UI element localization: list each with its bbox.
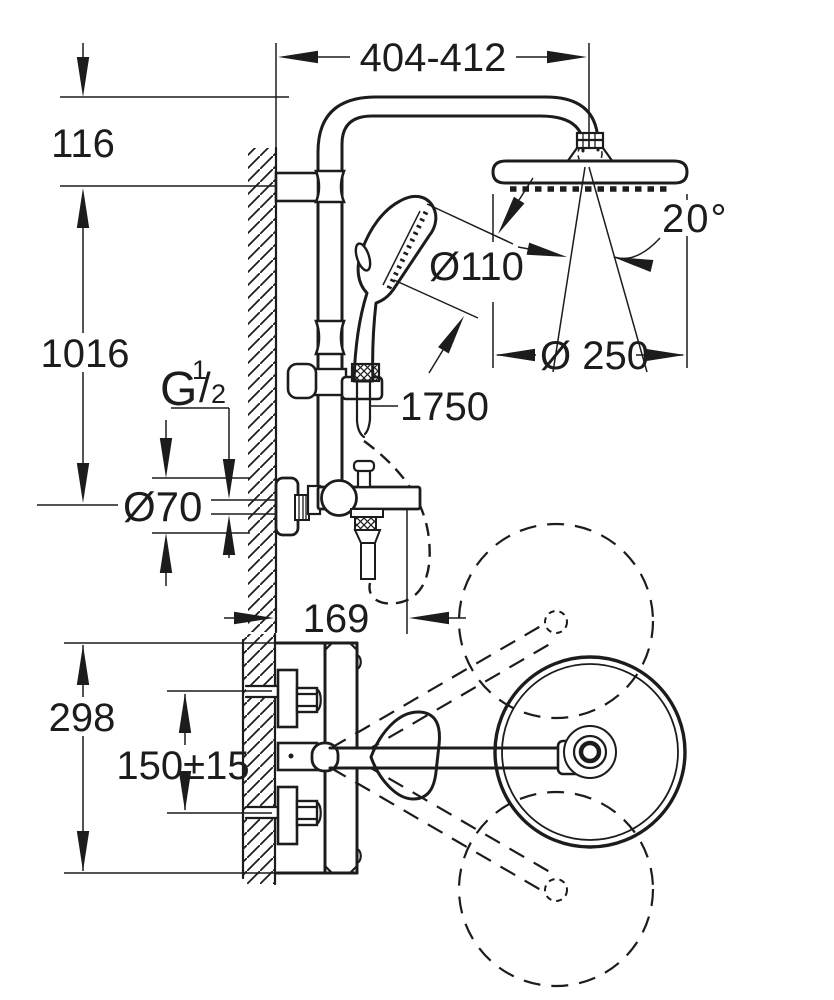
hand-shower-hose	[355, 379, 431, 605]
dimension-label-hand-diameter: Ø110	[429, 245, 524, 289]
hose-outlet	[350, 508, 384, 580]
dimensions: 404-412 116 1016 G	[37, 36, 729, 874]
dimension-label-hose-length: 1750	[400, 385, 489, 429]
inlet-union-top	[244, 668, 322, 729]
hand-shower	[352, 194, 438, 383]
side-view	[211, 95, 689, 634]
arm-mount-block	[276, 741, 319, 772]
swivel-position-lower	[330, 749, 655, 988]
spray-button	[354, 242, 372, 272]
head-shower-plan	[493, 655, 687, 849]
dimension-thread: G 1 / 2	[160, 355, 236, 558]
hand-shower-plan	[369, 710, 441, 801]
dimension-label-inlet-spacing: 150±15	[116, 744, 249, 788]
dimension-label-head-diameter: Ø 250	[540, 334, 649, 378]
dimension-label-body-height: 298	[49, 696, 116, 740]
plan-wall-section	[241, 632, 277, 886]
diverter-cap	[352, 459, 376, 473]
shower-arm-plan	[310, 739, 588, 776]
hose-connector	[350, 362, 381, 383]
dimension-head-diameter: Ø 250	[492, 194, 688, 378]
dimension-hand-diameter: Ø110	[393, 177, 534, 374]
dimension-inlet-spacing: 150±15	[116, 690, 272, 814]
dimension-label-head-drop: 116	[51, 122, 115, 166]
wall-bracket	[274, 169, 346, 204]
dimension-label-thread: G 1 / 2	[160, 355, 226, 416]
dimension-label-wall-clearance: 169	[303, 597, 370, 641]
dimension-body-height: 298	[49, 642, 278, 874]
dimension-escutcheon: Ø70	[123, 420, 250, 586]
dimension-label-top-width: 404-412	[360, 36, 507, 80]
dimension-rail-height: 1016	[37, 226, 130, 506]
dimension-label-spray-angle: 20°	[662, 197, 729, 241]
thermostat-valve	[211, 459, 422, 580]
wall-section	[248, 146, 278, 634]
dimension-hose-length: 1750	[370, 385, 489, 429]
inlet-union-bottom	[244, 785, 322, 846]
temperature-knob	[320, 479, 358, 517]
dimension-label-rail-height: 1016	[41, 332, 130, 376]
screw-dot	[288, 753, 294, 759]
dimension-wall-clearance: 169	[224, 509, 466, 641]
dimension-spray-angle: 20°	[517, 197, 729, 273]
spray-cone-lines	[552, 166, 648, 373]
dimension-label-escutcheon: Ø70	[123, 483, 202, 530]
head-shower	[491, 159, 689, 192]
dimension-top-width: 404-412	[275, 36, 590, 150]
pipe-union-sleeve	[314, 319, 346, 356]
dimension-head-drop: 116	[51, 43, 289, 228]
ball-joint	[565, 131, 615, 167]
plan-view	[241, 522, 687, 988]
